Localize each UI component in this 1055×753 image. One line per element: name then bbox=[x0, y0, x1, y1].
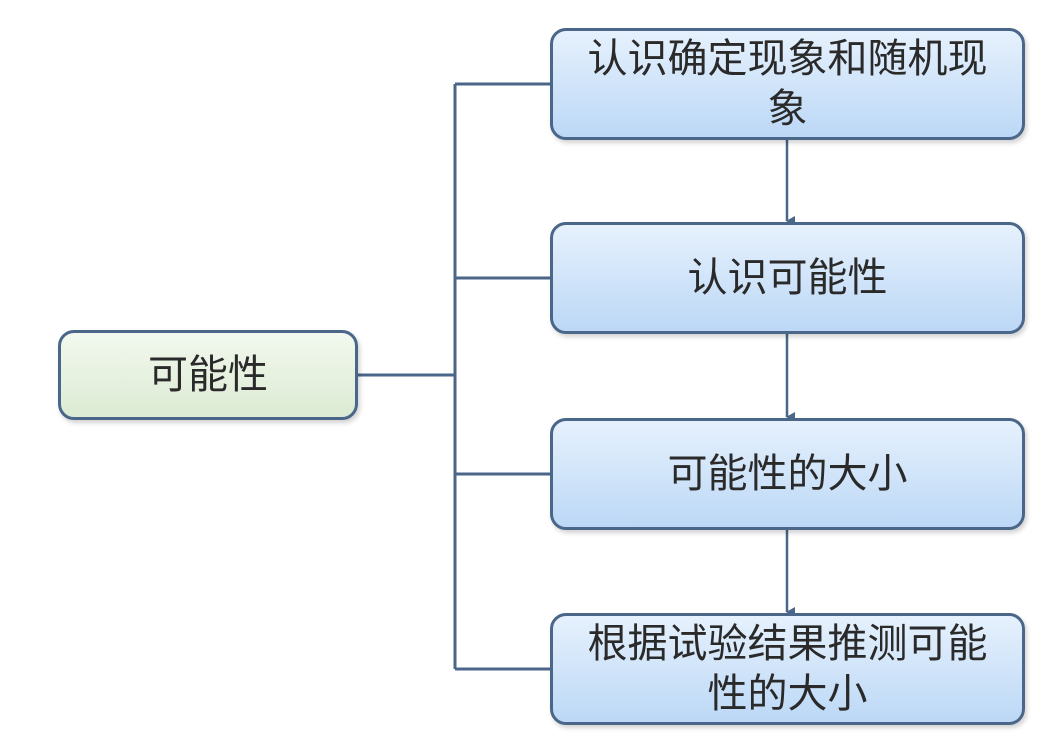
root-label: 可能性 bbox=[148, 352, 268, 398]
step-label-4: 根据试验结果推测可能性的大小 bbox=[587, 621, 988, 717]
root-node: 可能性 bbox=[58, 330, 358, 420]
step-node-4: 根据试验结果推测可能性的大小 bbox=[550, 613, 1025, 725]
step-node-3: 可能性的大小 bbox=[550, 418, 1025, 530]
step-label-2: 认识可能性 bbox=[687, 255, 888, 301]
step-label-1: 认识确定现象和随机现象 bbox=[587, 36, 988, 132]
step-node-1: 认识确定现象和随机现象 bbox=[550, 28, 1025, 140]
step-label-3: 可能性的大小 bbox=[667, 451, 908, 497]
step-node-2: 认识可能性 bbox=[550, 222, 1025, 334]
